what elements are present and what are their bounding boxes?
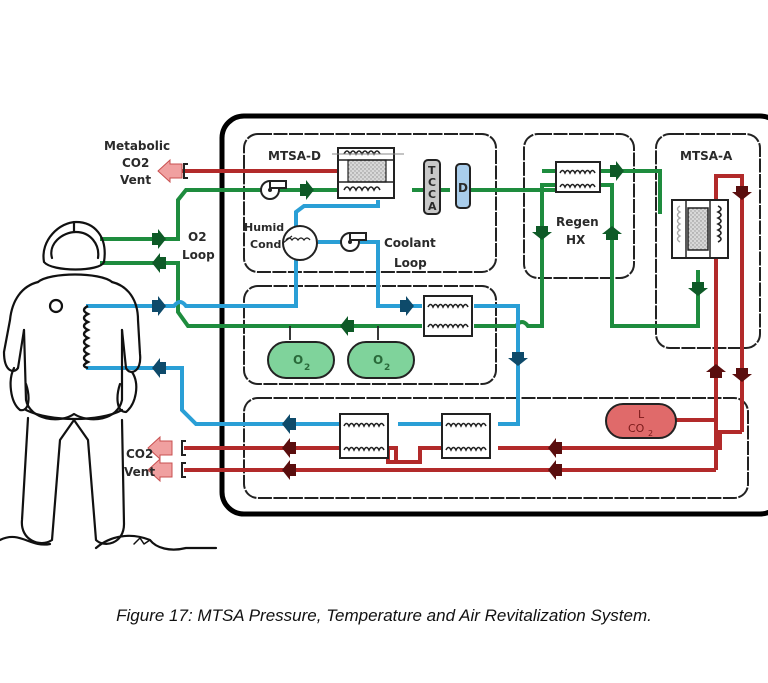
flow-arrow-icon: [282, 438, 296, 458]
svg-text:2: 2: [648, 429, 653, 438]
metabolic-vent-label-1: Metabolic: [104, 139, 170, 153]
flow-arrow-icon: [548, 438, 562, 458]
flow-arrows: [152, 161, 752, 480]
co2-heat-exchanger-1: [339, 413, 389, 459]
mtsa-a-unit: [671, 199, 729, 259]
flow-arrow-icon: [400, 296, 414, 316]
svg-text:2: 2: [304, 363, 310, 373]
metabolic-vent-label-2: CO2: [122, 156, 149, 170]
flow-arrow-icon: [282, 414, 296, 434]
flow-arrow-icon: [602, 226, 622, 240]
o2-tank-2: O 2: [347, 341, 415, 379]
humidity-condenser-icon: [282, 225, 318, 261]
svg-text:D: D: [458, 181, 468, 195]
flow-arrow-icon: [706, 364, 726, 378]
svg-text:L: L: [638, 408, 645, 421]
svg-text:O: O: [293, 353, 303, 367]
oxygen-storage-box: [243, 285, 497, 385]
svg-text:CO: CO: [628, 422, 645, 435]
mtsa-a-module-box: [655, 133, 761, 349]
flow-arrow-icon: [688, 282, 708, 296]
mtsa-d-unit: [332, 147, 404, 199]
flow-arrow-icon: [508, 352, 528, 366]
flow-arrow-icon: [610, 161, 624, 181]
o2-tank-1: O 2: [267, 341, 335, 379]
coolant-pump-icon: [340, 232, 367, 252]
d-unit: D: [455, 163, 471, 209]
flow-arrow-icon: [152, 296, 166, 316]
coolant-heat-exchanger: [423, 295, 473, 337]
flow-arrow-icon: [340, 316, 354, 336]
co2-vent-label-1: CO2: [126, 447, 153, 461]
co2-heat-exchanger-2: [441, 413, 491, 459]
flow-arrow-icon: [152, 229, 166, 249]
mtsa-d-module-box: [243, 133, 497, 273]
regen-hx-module-box: [523, 133, 635, 279]
humid-cond-label-2: Cond: [250, 238, 281, 251]
svg-text:A: A: [428, 200, 437, 213]
humid-cond-label-1: Humid: [244, 221, 284, 234]
figure-caption: Figure 17: MTSA Pressure, Temperature an…: [116, 606, 652, 625]
regen-heat-exchanger: [555, 161, 601, 193]
coolant-loop-label-2: Loop: [394, 256, 427, 270]
co2-pipes: [180, 169, 744, 472]
metabolic-co2-vent-arrow-icon: [157, 158, 188, 184]
svg-text:O: O: [373, 353, 383, 367]
flow-arrow-icon: [732, 186, 752, 200]
mtsa-d-label: MTSA-D: [268, 149, 321, 163]
flow-arrow-icon: [152, 358, 166, 378]
flow-arrow-icon: [282, 460, 296, 480]
co2-vent-arrow-lower-icon: [147, 457, 186, 483]
coolant-loop-label-1: Coolant: [384, 236, 436, 250]
regen-hx-label-1: Regen: [556, 215, 599, 229]
flow-arrow-icon: [532, 226, 552, 240]
o2-fan-icon: [260, 180, 287, 200]
liquid-co2-tank: L CO 2: [605, 403, 677, 439]
mtsa-system-diagram: MTSA-D Humid Cond Coolant Loop T C C A D…: [0, 113, 768, 551]
astronaut-figure: [0, 220, 218, 551]
metabolic-vent-label-3: Vent: [120, 173, 151, 187]
mtsa-a-label: MTSA-A: [680, 149, 733, 163]
flow-arrow-icon: [548, 460, 562, 480]
flow-arrow-icon: [732, 368, 752, 382]
svg-text:C: C: [428, 188, 436, 201]
plss-enclosure: [219, 113, 768, 517]
flow-arrow-icon: [300, 180, 314, 200]
o2-loop-label-1: O2: [188, 230, 207, 244]
svg-text:C: C: [428, 176, 436, 189]
tcca-unit: T C C A: [423, 159, 441, 215]
flow-arrow-icon: [152, 253, 166, 273]
co2-vent-label-2: Vent: [124, 465, 155, 479]
regen-hx-label-2: HX: [566, 233, 586, 247]
o2-loop-label-2: Loop: [182, 248, 215, 262]
svg-text:T: T: [428, 164, 436, 177]
svg-text:2: 2: [384, 363, 390, 373]
co2-vent-arrow-upper-icon: [147, 435, 186, 461]
